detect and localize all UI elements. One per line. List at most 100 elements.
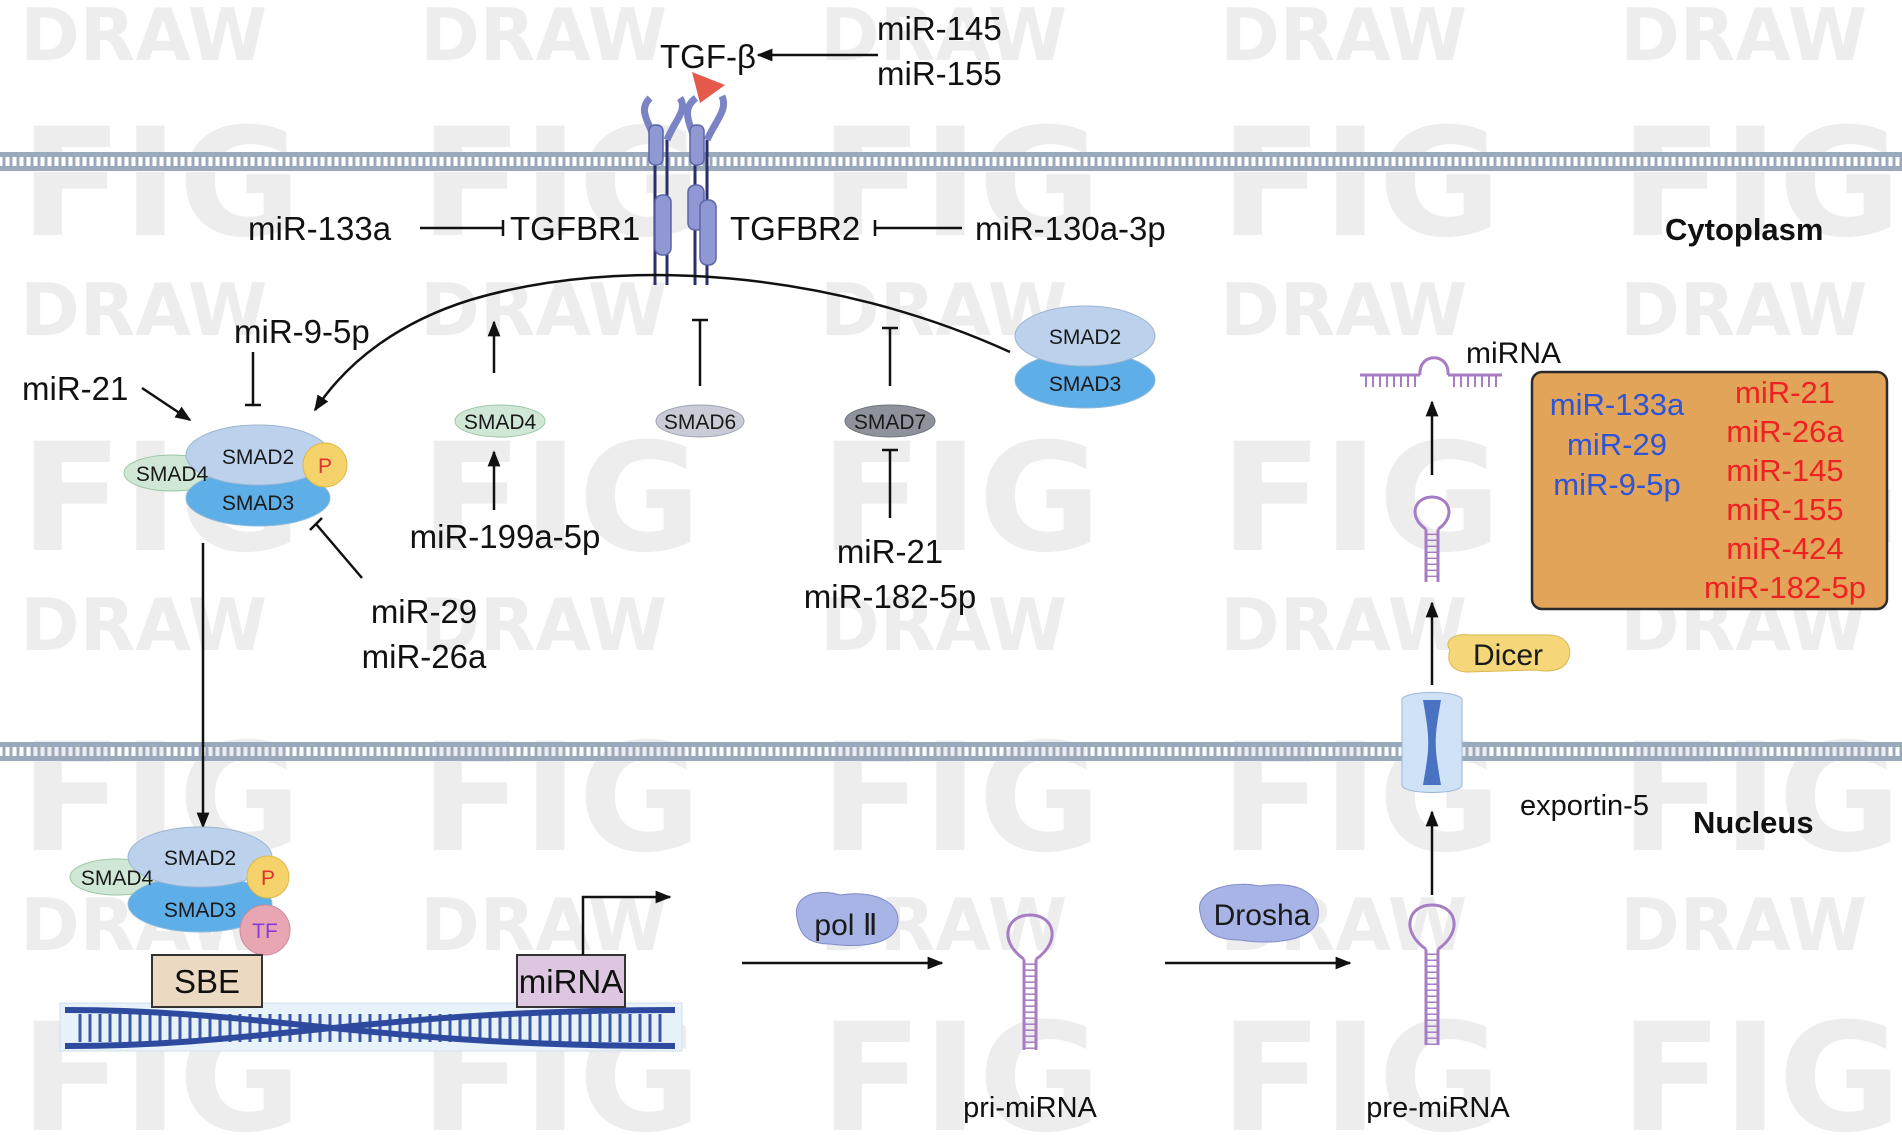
watermark-text: FIG [1620, 97, 1901, 271]
sbe-label: SBE [174, 963, 240, 1000]
watermark-text: FIG [1620, 712, 1901, 886]
watermark-text: FIG [1220, 97, 1501, 271]
phospho-nucleus-label: P [261, 867, 275, 890]
watermark-text: FIG [1620, 992, 1901, 1135]
mir26a-label: miR-26a [362, 638, 487, 675]
pol-ii-shape [795, 891, 899, 946]
smad6-inhibition [692, 318, 708, 386]
smad6-label: SMAD6 [664, 411, 736, 434]
receptor-inhibition-lines [420, 220, 962, 236]
watermark-text: DRAW [420, 0, 667, 77]
receptor-bodies [648, 124, 717, 266]
watermark-text: DRAW [820, 583, 1067, 667]
watermark-text: FIG [820, 992, 1101, 1135]
mir21-label: miR-21 [22, 370, 128, 407]
tgf-beta-label: TGF-β [660, 38, 756, 75]
box-right-mirna: miR-145 [1726, 453, 1843, 488]
smad2-complex-label: SMAD2 [222, 446, 294, 469]
nuclear-membrane [0, 742, 1902, 761]
pre-mirna-label: pre-miRNA [1366, 1092, 1510, 1124]
pri-mirna-label: pri-miRNA [963, 1092, 1097, 1124]
smad7-mir-2: miR-182-5p [804, 578, 976, 615]
cytoplasmic-pre-mirna [1413, 495, 1451, 582]
mir21-arrow [141, 386, 192, 422]
smad4-nucleus-label: SMAD4 [81, 867, 154, 890]
watermark-text: FIG [20, 97, 301, 271]
smad2-nucleus-label: SMAD2 [164, 847, 236, 870]
cytoplasm-label: Cytoplasm [1665, 212, 1823, 247]
pre-mirna-hairpin [1408, 903, 1456, 1045]
watermark-text: FIG [820, 412, 1101, 586]
smad3-nucleus-label: SMAD3 [164, 899, 236, 922]
box-right-mirna: miR-155 [1726, 492, 1843, 527]
box-right-mirna: miR-26a [1726, 414, 1844, 449]
smad-recruitment-arc [313, 273, 1011, 412]
mir29-inhibition [309, 517, 363, 579]
watermark-text: DRAW [1620, 0, 1867, 77]
box-left-mirna: miR-133a [1550, 387, 1685, 422]
box-left-mirna: miR-29 [1567, 427, 1667, 462]
transcription-start-arrow [581, 890, 672, 955]
dicer-shape [1447, 634, 1571, 673]
tgfbr1-mir-label: miR-133a [248, 210, 392, 247]
smad4-middle-label: SMAD4 [464, 411, 537, 434]
box-right-mirna: miR-424 [1726, 531, 1843, 566]
tgfbr1-label: TGFBR1 [510, 210, 640, 247]
plasma-membrane [0, 152, 1902, 172]
watermark-text: DRAW [1620, 268, 1867, 352]
watermark-text: DRAW [1620, 883, 1867, 967]
watermark-text: DRAW [420, 583, 667, 667]
box-left-mirna: miR-9-5p [1553, 467, 1680, 502]
mir95p-inhibition [245, 352, 261, 407]
smad2-smad3-free: SMAD2 SMAD3 [1014, 305, 1156, 409]
pol-ii-label: pol Ⅱ [814, 909, 877, 942]
tgf-beta-ligand-shape [692, 72, 725, 103]
smad7-label: SMAD7 [854, 411, 926, 434]
smad2-free-label: SMAD2 [1049, 326, 1121, 349]
sbe-box [151, 954, 263, 1008]
dicer-label: Dicer [1473, 639, 1543, 672]
smad7-inhibition [882, 326, 898, 518]
watermark-text: DRAW [20, 583, 267, 667]
smad6 [655, 404, 745, 438]
pri-mirna-hairpin [1006, 913, 1054, 1050]
watermark-text: FIG [420, 412, 701, 586]
mirna-gene-label: miRNA [519, 963, 624, 1000]
watermark-text: DRAW [1220, 583, 1467, 667]
mature-mirna-duplex [1360, 356, 1502, 387]
drosha-shape [1199, 883, 1319, 943]
tf-label: TF [252, 920, 278, 943]
drosha-label: Drosha [1214, 899, 1311, 932]
phospho-label: P [318, 455, 332, 478]
watermark-text: FIG [1220, 992, 1501, 1135]
mir29-label: miR-29 [371, 593, 477, 630]
mirna-gene-box [516, 954, 626, 1008]
smad7-mir-1: miR-21 [837, 533, 943, 570]
smad7 [844, 404, 936, 438]
smad4-complex-label: SMAD4 [136, 463, 209, 486]
smad3-complex-label: SMAD3 [222, 492, 294, 515]
box-right-mirna: miR-182-5p [1704, 570, 1866, 605]
watermark-text: FIG [1220, 412, 1501, 586]
box-right-mirna: miR-21 [1735, 375, 1835, 410]
smad4-middle [454, 404, 546, 438]
tgfbr2-label: TGFBR2 [730, 210, 860, 247]
ligand-mir-1: miR-145 [877, 10, 1002, 47]
watermark-text: DRAW [1220, 0, 1467, 77]
tgfbr2-mir-label: miR-130a-3p [975, 210, 1166, 247]
watermark-text: FIG [820, 712, 1101, 886]
watermark-text: DRAW [20, 0, 267, 77]
watermark-text: DRAW [420, 268, 667, 352]
mature-mirna-label: miRNA [1466, 337, 1561, 370]
watermark-text: FIG [820, 97, 1101, 271]
nucleus-label: Nucleus [1693, 805, 1814, 840]
smad3-free-label: SMAD3 [1049, 373, 1121, 396]
smad-complex-cytoplasm: SMAD4 SMAD2 SMAD3 P [123, 424, 348, 527]
smad-complex-nucleus: SMAD4 SMAD2 SMAD3 P TF [69, 826, 291, 956]
mir199-label: miR-199a-5p [410, 518, 601, 555]
mir95p-label: miR-9-5p [234, 313, 370, 350]
watermark-text: DRAW [820, 0, 1067, 77]
exportin-5-pore [1401, 692, 1463, 793]
mirna-summary-box [1530, 370, 1889, 611]
